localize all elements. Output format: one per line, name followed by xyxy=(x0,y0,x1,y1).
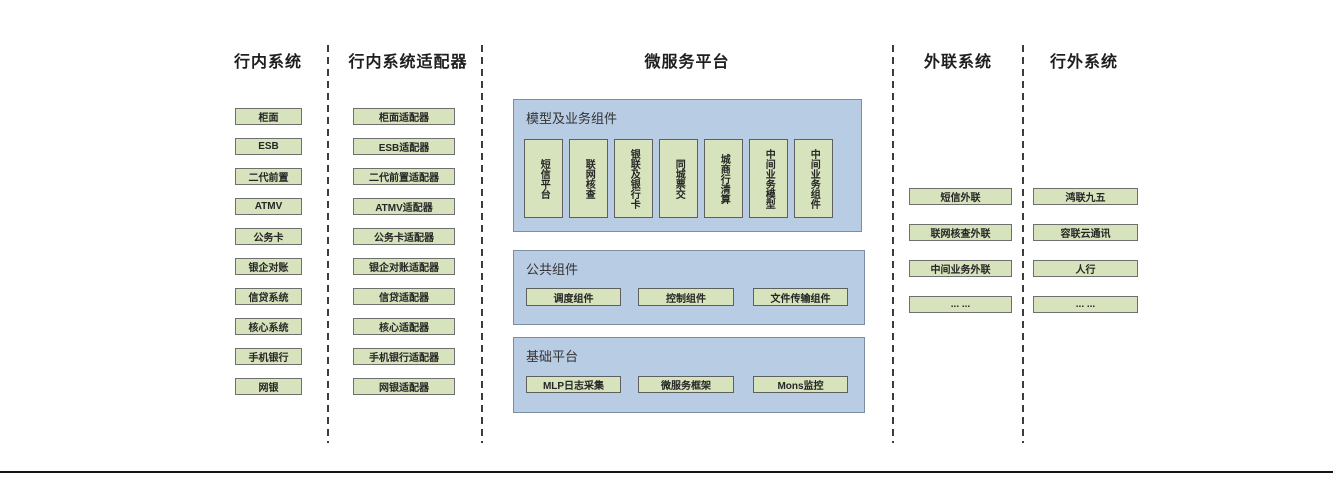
component-label: 城商行清算 xyxy=(718,153,730,204)
component-label: 中间业务组件 xyxy=(808,148,820,209)
adapter-box: ESB适配器 xyxy=(353,138,455,155)
adapter-box: 公务卡适配器 xyxy=(353,228,455,245)
component-label: 同城票交 xyxy=(673,158,685,199)
panel-label: 模型及业务组件 xyxy=(526,111,618,126)
system-box: 人行 xyxy=(1033,260,1138,277)
adapter-box: 银企对账适配器 xyxy=(353,258,455,275)
component-box: 控制组件 xyxy=(638,288,734,306)
panel-label: 基础平台 xyxy=(526,349,579,364)
adapter-list: 柜面适配器 ESB适配器 二代前置适配器 ATMV适配器 公务卡适配器 银企对账… xyxy=(353,108,455,395)
system-box: 网银 xyxy=(235,378,302,395)
panel-label: 公共组件 xyxy=(526,262,579,277)
column-header-internal-adapters: 行内系统适配器 xyxy=(348,54,468,71)
system-box: ESB xyxy=(235,138,302,155)
system-box: 二代前置 xyxy=(235,168,302,185)
component-box: 微服务框架 xyxy=(638,376,734,393)
component-label: 短信平台 xyxy=(538,158,550,199)
system-box: 核心系统 xyxy=(235,318,302,335)
system-box: 联网核查外联 xyxy=(909,224,1012,241)
component-label: 联网核查 xyxy=(583,158,595,199)
panel-common-components: 公共组件 调度组件 控制组件 文件传输组件 xyxy=(513,250,865,325)
outreach-systems-list: 短信外联 联网核查外联 中间业务外联 ... ... xyxy=(909,188,1012,313)
component-box: 城商行清算 xyxy=(704,139,743,218)
component-box: 中间业务组件 xyxy=(794,139,833,218)
adapter-box: 网银适配器 xyxy=(353,378,455,395)
panel-base-platform: 基础平台 MLP日志采集 微服务框架 Mons监控 xyxy=(513,337,865,413)
system-box: ATMV xyxy=(235,198,302,215)
component-box: 中间业务模型 xyxy=(749,139,788,218)
component-label: 银联及银行卡 xyxy=(628,148,640,209)
column-header-outreach-systems: 外联系统 xyxy=(923,54,993,71)
system-box: 手机银行 xyxy=(235,348,302,365)
system-box: 公务卡 xyxy=(235,228,302,245)
column-divider xyxy=(481,45,483,443)
adapter-box: ATMV适配器 xyxy=(353,198,455,215)
column-header-external-systems: 行外系统 xyxy=(1049,54,1119,71)
component-box: Mons监控 xyxy=(753,376,848,393)
component-box: 联网核查 xyxy=(569,139,608,218)
adapter-box: 手机银行适配器 xyxy=(353,348,455,365)
column-divider xyxy=(1022,45,1024,443)
system-box: 中间业务外联 xyxy=(909,260,1012,277)
column-divider xyxy=(327,45,329,443)
component-box: 同城票交 xyxy=(659,139,698,218)
external-systems-list: 鸿联九五 容联云通讯 人行 ... ... xyxy=(1033,188,1138,313)
adapter-box: 信贷适配器 xyxy=(353,288,455,305)
column-header-microservice-platform: 微服务平台 xyxy=(644,54,730,71)
system-box: 短信外联 xyxy=(909,188,1012,205)
adapter-box: 二代前置适配器 xyxy=(353,168,455,185)
component-box: 银联及银行卡 xyxy=(614,139,653,218)
system-box: 鸿联九五 xyxy=(1033,188,1138,205)
component-box: 文件传输组件 xyxy=(753,288,848,306)
system-box: 银企对账 xyxy=(235,258,302,275)
component-label: 中间业务模型 xyxy=(763,148,775,209)
component-box: MLP日志采集 xyxy=(526,376,621,393)
column-header-internal-systems: 行内系统 xyxy=(233,54,303,71)
column-divider xyxy=(892,45,894,443)
component-box: 调度组件 xyxy=(526,288,621,306)
system-box: ... ... xyxy=(1033,296,1138,313)
adapter-box: 柜面适配器 xyxy=(353,108,455,125)
system-box: 柜面 xyxy=(235,108,302,125)
system-box: 信贷系统 xyxy=(235,288,302,305)
adapter-box: 核心适配器 xyxy=(353,318,455,335)
system-box: ... ... xyxy=(909,296,1012,313)
component-box: 短信平台 xyxy=(524,139,563,218)
bottom-rule xyxy=(0,471,1333,473)
model-components-row: 短信平台 联网核查 银联及银行卡 同城票交 城商行清算 中间业务模型 中间业务组… xyxy=(524,139,833,218)
panel-model-business-components: 模型及业务组件 短信平台 联网核查 银联及银行卡 同城票交 城商行清算 中间业务… xyxy=(513,99,862,232)
system-box: 容联云通讯 xyxy=(1033,224,1138,241)
internal-systems-list: 柜面 ESB 二代前置 ATMV 公务卡 银企对账 信贷系统 核心系统 手机银行… xyxy=(235,108,302,395)
